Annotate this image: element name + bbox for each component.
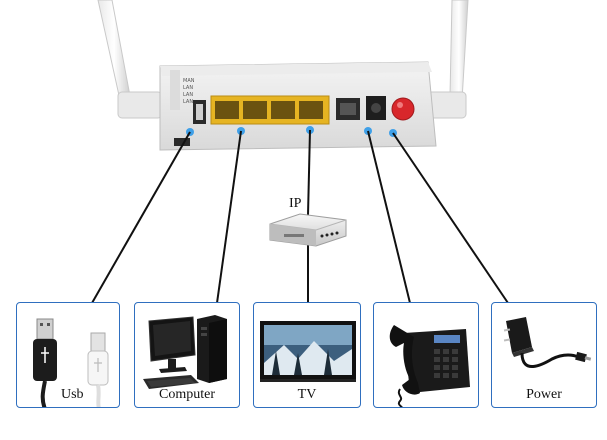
left-antenna (97, 0, 163, 119)
device-box-usb: Usb (16, 302, 120, 408)
lan-ports (210, 95, 330, 125)
desk-phone-icon (389, 325, 470, 407)
side-label-line-2: LAN (183, 85, 193, 91)
line-phone (367, 130, 411, 304)
line-usb (91, 131, 191, 304)
device-box-computer: Computer (134, 302, 240, 408)
side-label-line-3: LAN (183, 92, 193, 98)
device-label-power: Power (526, 387, 562, 402)
device-box-power: Power (491, 302, 597, 408)
connection-lines (91, 129, 509, 304)
device-label-usb: Usb (61, 387, 84, 402)
device-label-computer: Computer (159, 387, 215, 402)
ip-set-top-box (269, 213, 347, 247)
line-computer (216, 130, 242, 304)
ip-label: IP (289, 196, 302, 211)
device-label-tv: TV (297, 387, 317, 402)
line-power (392, 132, 509, 304)
power-adapter-icon (503, 317, 592, 368)
line-router-ipbox (307, 129, 311, 216)
side-label-line-4: LAN (183, 99, 193, 105)
usb-cable-icon (33, 318, 109, 407)
router-side-label (170, 70, 180, 110)
computer-icon (143, 315, 227, 389)
device-box-phone (373, 302, 479, 408)
power-button (391, 97, 415, 121)
device-box-tv: TV (253, 302, 361, 408)
tv-icon (260, 321, 356, 382)
side-label-line-1: MAN (183, 78, 195, 84)
